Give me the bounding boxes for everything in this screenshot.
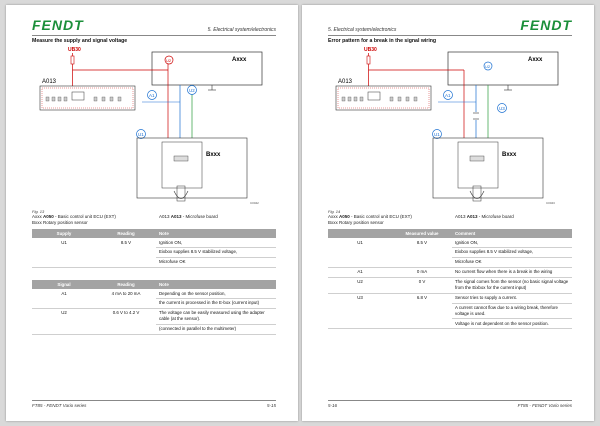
legend-row-2: Bxxx Rotary position sensor <box>328 220 384 225</box>
table-row: Voltage is not dependent on the sensor p… <box>328 318 572 330</box>
footer-divider <box>32 400 276 401</box>
probe-a1: A1 <box>445 93 451 98</box>
diagram-stamp: C0043 <box>546 201 555 205</box>
probe-u3: U3 <box>499 106 505 111</box>
label-a013: A013 <box>42 79 57 85</box>
header-divider <box>32 35 276 36</box>
label-bxxx: Bxxx <box>206 152 221 158</box>
probe-u1: U1 <box>434 132 440 137</box>
label-a013: A013 <box>338 79 353 85</box>
figure-number: Fig. 13 <box>32 209 45 214</box>
label-bxxx: Bxxx <box>502 152 517 158</box>
circuit-diagram: Axxx UB30 A013 U2 A1 U2 <box>39 47 263 205</box>
diagram-stamp: C0042 <box>250 201 259 205</box>
probe-u2-top: U2 <box>166 58 172 63</box>
fendt-logo: FENDT <box>520 17 572 33</box>
circuit-diagram: Axxx UB30 A013 U2 A1 U3 U1 <box>335 47 559 205</box>
table-row: Eixbox supplies 8.5 V stabilized voltage… <box>328 247 572 258</box>
fendt-logo: FENDT <box>32 17 84 33</box>
footer-divider <box>328 400 572 401</box>
table-row: Eixbox supplies 8.5 V stabilized voltage… <box>32 247 276 258</box>
legend-row-1: Axxx A050 - Basic control unit ECU (EXT)… <box>328 214 514 219</box>
section-heading: 5. Electrical system/electronics <box>328 27 397 33</box>
figure-number: Fig. 14 <box>328 209 341 214</box>
col-header: Signal <box>32 280 96 289</box>
col-header: Comment <box>452 229 572 238</box>
table-row: the current is processed in the E-box (c… <box>32 298 276 309</box>
footer-title: FT85 - FENDT Vario series <box>32 403 87 408</box>
table-row: A current cannot flow due to a wiring br… <box>328 303 572 320</box>
col-header: Reading <box>96 280 156 289</box>
probe-u2: U2 <box>189 88 195 93</box>
legend-row-2: Bxxx Rotary position sensor <box>32 220 88 225</box>
col-header: Measured value <box>392 229 452 238</box>
col-header: Supply <box>32 229 96 238</box>
header-divider <box>328 35 572 36</box>
page-title: Measure the supply and signal voltage <box>32 38 128 44</box>
probe-u2-top: U2 <box>485 64 491 69</box>
page-number: 5-15 <box>266 403 276 408</box>
col-header: Note <box>156 229 276 238</box>
label-ub30: UB30 <box>364 47 377 53</box>
page-title: Error pattern for a break in the signal … <box>328 38 437 44</box>
col-header: Reading <box>96 229 156 238</box>
table-row: (connected in parallel to the multimeter… <box>32 324 276 335</box>
col-header <box>328 229 392 238</box>
label-axxx: Axxx <box>528 57 543 63</box>
table-row: Microfuse OK <box>328 257 572 268</box>
left-page: FENDT 5. Electrical system/electronics M… <box>6 5 298 421</box>
label-ub30: UB30 <box>68 47 81 53</box>
table-row: Microfuse OK <box>32 257 276 268</box>
label-axxx: Axxx <box>232 57 247 63</box>
probe-a1: A1 <box>149 93 155 98</box>
legend-row-1: Axxx A050 - Basic control unit ECU (EXT)… <box>32 214 218 219</box>
footer-title: FT85 - FENDT Vario series <box>517 403 572 408</box>
page-number: 5-16 <box>328 403 338 408</box>
section-heading: 5. Electrical system/electronics <box>207 27 276 33</box>
col-header: Note <box>156 280 276 289</box>
probe-u1: U1 <box>138 132 144 137</box>
right-page: 5. Electrical system/electronics FENDT E… <box>302 5 594 421</box>
